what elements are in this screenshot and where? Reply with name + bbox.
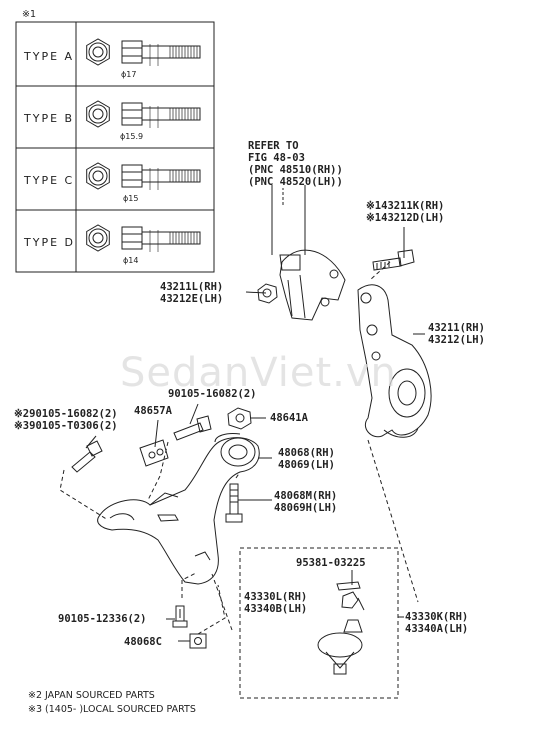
type-d-diameter: ϕ14: [123, 256, 139, 265]
label-43211L: 43211L(RH) 43212E(LH): [160, 281, 223, 305]
part-43212D: ※143212D(LH): [366, 212, 445, 224]
bolt-90105-12336-shape: [172, 605, 188, 628]
refer-line-4: (PNC 48520(LH)): [248, 176, 343, 188]
type-c-label: TYPE C: [24, 174, 75, 187]
type-c-diameter: ϕ15: [123, 194, 139, 203]
label-43330K: 43330K(RH) 43340A(LH): [405, 611, 468, 635]
label-43211: 43211(RH) 43212(LH): [428, 322, 485, 346]
label-90105-left: ※290105-16082(2) ※390105-T0306(2): [14, 408, 118, 432]
part-48641A: 48641A: [270, 412, 308, 424]
nut-48641A-shape: [227, 407, 252, 430]
part-48657A: 48657A: [134, 405, 172, 417]
refer-line-1: REFER TO: [248, 140, 299, 152]
type-b-diameter: ϕ15.9: [120, 132, 144, 141]
label-48068: 48068(RH) 48069(LH): [278, 447, 335, 471]
footnote-3: ※3 (1405- )LOCAL SOURCED PARTS: [28, 704, 196, 715]
type-table-grid: [15, 21, 215, 273]
type-a-diameter: ϕ17: [121, 70, 137, 79]
type-c-hub-bolt: [86, 162, 201, 190]
header-mark: ※1: [22, 9, 37, 20]
refer-block: REFER TO FIG 48-03 (PNC 48510(RH)) (PNC …: [248, 140, 343, 188]
assembly-lines: [59, 261, 419, 635]
footnote-2: ※2 JAPAN SOURCED PARTS: [28, 690, 155, 701]
type-d-hub-bolt: [86, 224, 201, 252]
bolt-48068M-shape: [225, 483, 243, 523]
part-43211L: 43211L(RH): [160, 281, 224, 293]
refer-line-2: FIG 48-03: [248, 152, 305, 164]
part-48069H: 48069H(LH): [274, 502, 338, 514]
part-90105-T0306: ※390105-T0306(2): [14, 420, 118, 432]
part-43340B: 43340B(LH): [244, 603, 308, 615]
steering-knuckle-shape: [357, 284, 432, 438]
part-43330K: 43330K(RH): [405, 611, 469, 623]
nut-48068C-shape: [189, 633, 207, 649]
part-43211K: ※143211K(RH): [366, 200, 445, 212]
label-48068M: 48068M(RH) 48069H(LH): [274, 490, 337, 514]
part-43212: 43212(LH): [428, 334, 485, 346]
type-d-label: TYPE D: [24, 236, 75, 249]
part-90105-16082-top: 90105-16082(2): [168, 388, 257, 400]
part-90105-12336: 90105-12336(2): [58, 613, 147, 625]
watermark: SedanViet.vn: [120, 350, 397, 396]
label-43330L: 43330L(RH) 43340B(LH): [244, 591, 307, 615]
part-48068C: 48068C: [124, 636, 162, 648]
part-43211: 43211(RH): [428, 322, 485, 334]
type-b-hub-bolt: [86, 100, 201, 128]
part-48068: 48068(RH): [278, 447, 335, 459]
part-90105-16082-left: ※290105-16082(2): [14, 408, 118, 420]
hub-bolt-group: [86, 38, 201, 252]
part-43212E: 43212E(LH): [160, 293, 224, 305]
type-b-label: TYPE B: [24, 112, 75, 125]
nut-43211L-shape: [257, 283, 278, 304]
bracket-48657A-shape: [139, 439, 169, 467]
ball-joint-box: [239, 547, 399, 699]
leader-lines: [85, 227, 425, 642]
part-43340A: 43340A(LH): [405, 623, 469, 635]
part-43330L: 43330L(RH): [244, 591, 308, 603]
arm-bolts-shape: [71, 415, 212, 473]
part-48068M: 48068M(RH): [274, 490, 338, 502]
refer-line-3: (PNC 48510(RH)): [248, 164, 343, 176]
knuckle-bolt-shape: [372, 249, 415, 271]
label-43211K: ※143211K(RH) ※143212D(LH): [366, 200, 444, 224]
ball-joint-shape: [317, 581, 363, 675]
type-a-hub-bolt: [86, 38, 201, 66]
lower-arm-shape: [97, 433, 260, 585]
part-95381-03225: 95381-03225: [296, 557, 366, 569]
type-a-label: TYPE A: [24, 50, 75, 63]
watermark-text: SedanViet.vn: [120, 350, 397, 396]
part-48069: 48069(LH): [278, 459, 335, 471]
strut-shape: [271, 185, 346, 321]
